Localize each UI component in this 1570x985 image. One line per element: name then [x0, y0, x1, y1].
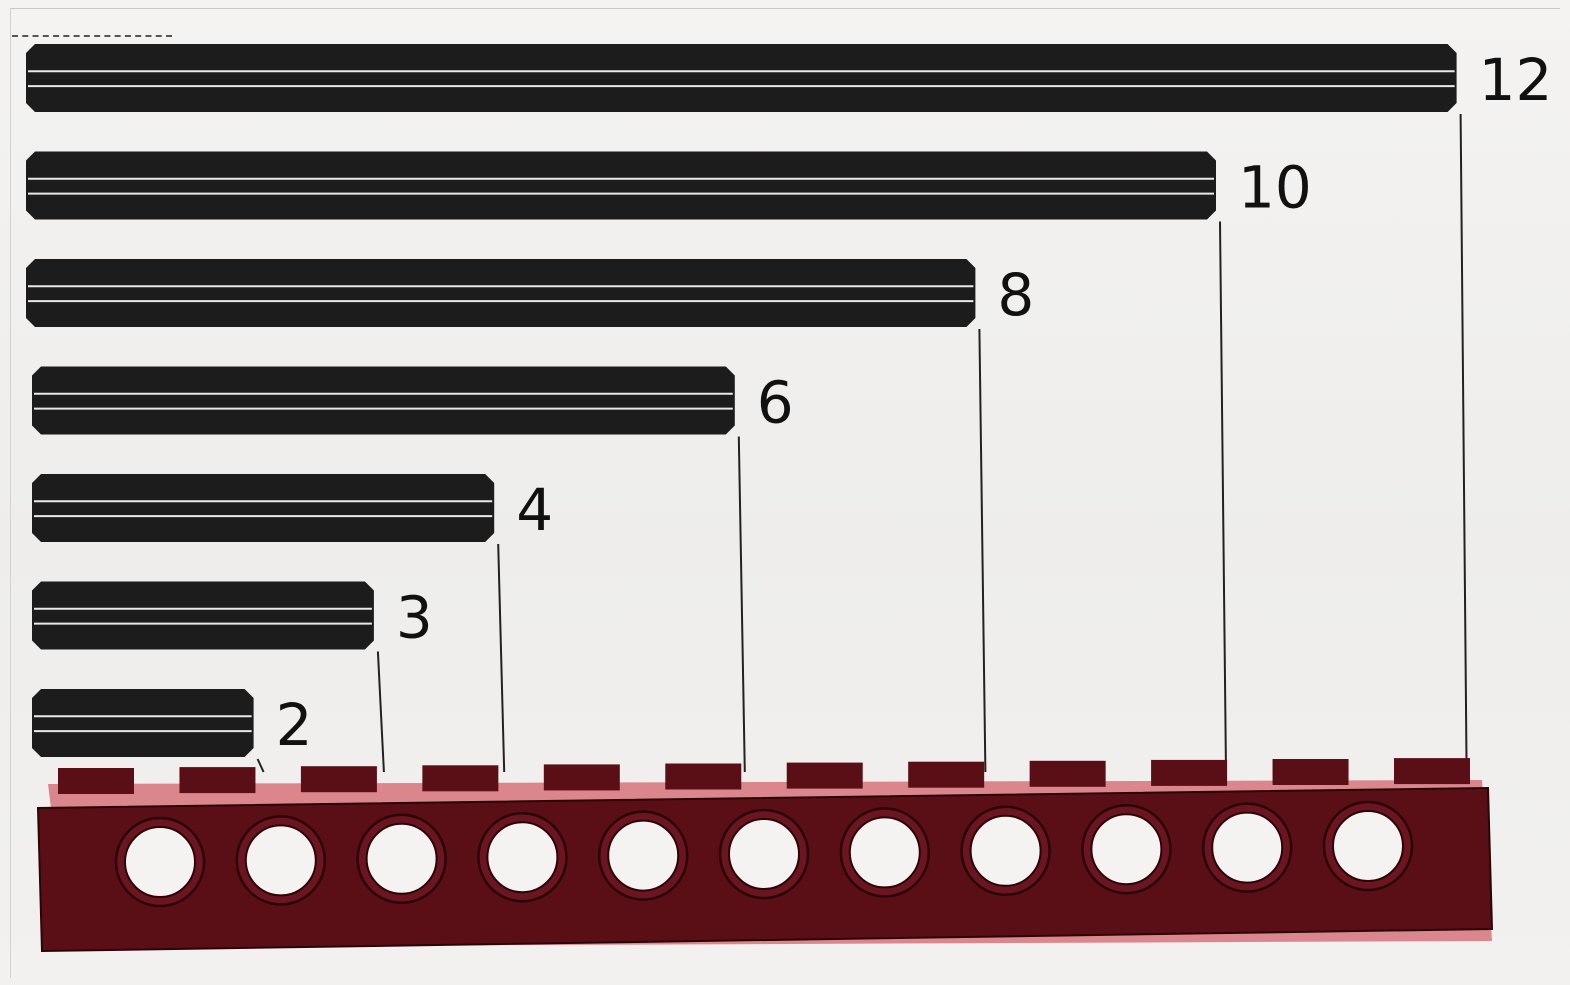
length-label-3: 3 — [396, 584, 433, 652]
beam-hole — [367, 824, 437, 894]
axle-2 — [32, 689, 254, 757]
axle-10 — [26, 152, 1216, 220]
guide-line-6 — [739, 437, 745, 773]
beam-hole — [487, 822, 557, 892]
axle-3 — [32, 582, 374, 650]
guide-line-12 — [1461, 114, 1467, 772]
beam-stud — [1151, 760, 1227, 786]
length-label-2: 2 — [276, 691, 313, 759]
beam-stud — [787, 763, 863, 789]
technic-beam — [38, 758, 1492, 951]
guide-line-8 — [979, 329, 985, 772]
guide-line-2 — [258, 759, 264, 772]
length-label-10: 10 — [1238, 154, 1312, 222]
beam-hole — [971, 816, 1041, 886]
beam-stud — [58, 768, 134, 794]
beam-hole — [608, 821, 678, 891]
axle-12 — [26, 44, 1457, 112]
beam-stud — [544, 764, 620, 790]
beam-stud — [665, 764, 741, 790]
guide-line-4 — [498, 544, 504, 772]
axle-group — [26, 44, 1457, 757]
beam-hole — [1212, 813, 1282, 883]
beam-stud — [301, 766, 377, 792]
axle-6 — [32, 367, 735, 435]
beam-hole — [125, 827, 195, 897]
beam-hole — [729, 819, 799, 889]
axle-4 — [32, 474, 494, 542]
length-label-6: 6 — [757, 369, 794, 437]
length-label-8: 8 — [997, 261, 1034, 329]
beam-hole — [246, 825, 316, 895]
length-label-4: 4 — [516, 476, 553, 544]
axle-8 — [26, 259, 975, 327]
beam-stud — [1273, 759, 1349, 785]
beam-stud — [908, 762, 984, 788]
guide-line-10 — [1220, 222, 1226, 773]
beam-hole — [1091, 814, 1161, 884]
beam-hole — [850, 817, 920, 887]
beam-stud — [1030, 761, 1106, 787]
beam-stud — [422, 765, 498, 791]
length-label-12: 12 — [1479, 46, 1553, 114]
beam-hole — [1333, 811, 1403, 881]
beam-stud — [179, 767, 255, 793]
beam-stud — [1394, 758, 1470, 784]
guide-line-3 — [378, 652, 384, 773]
